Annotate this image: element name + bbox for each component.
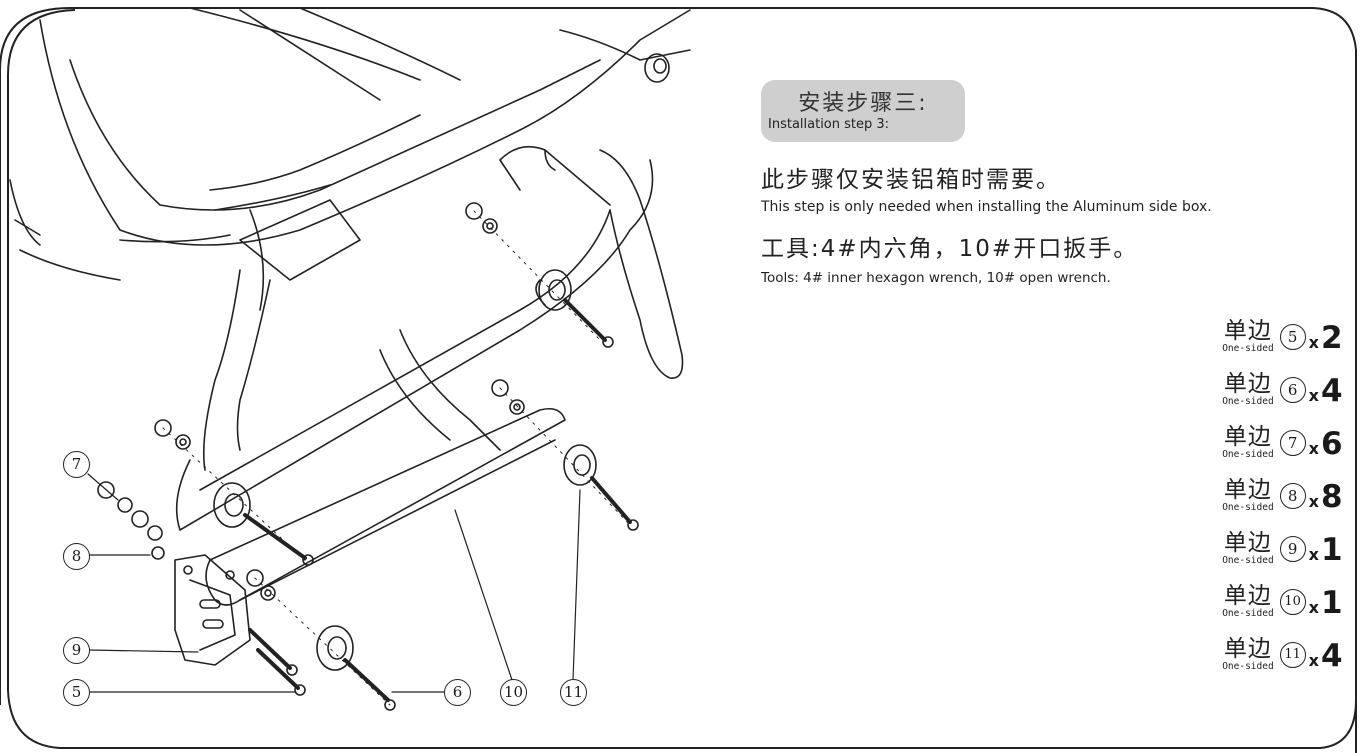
callout-7: 7 [63, 451, 90, 478]
part-label-zh: 单边 [1223, 636, 1272, 662]
assembly-drawing [9, 7, 691, 711]
part-label-en: One-sided [1222, 449, 1274, 460]
part-times: x [1308, 492, 1319, 511]
part-times: x [1308, 651, 1319, 670]
part-number: 5 [1279, 324, 1306, 350]
step-title-en: Installation step 3: [768, 117, 890, 132]
part-quantity: 6 [1321, 426, 1343, 462]
part-number: 8 [1279, 483, 1306, 509]
callout-5: 5 [63, 679, 90, 706]
part-times: x [1308, 386, 1319, 405]
part-label-en: One-sided [1222, 343, 1274, 354]
tools-zh: 工具:4#内六角，10#开口扳手。 [761, 236, 1139, 262]
part-label-en: One-sided [1222, 608, 1274, 619]
part-quantity: 8 [1321, 479, 1343, 515]
part-label-zh: 单边 [1223, 371, 1272, 397]
part-number: 7 [1279, 430, 1306, 456]
step-badge: 安装步骤三: Installation step 3: [761, 80, 965, 142]
nut-washer-group [97, 202, 525, 601]
part-number: 10 [1279, 589, 1306, 615]
part-number: 6 [1279, 377, 1306, 403]
part-number: 11 [1279, 642, 1306, 668]
part-times: x [1308, 598, 1319, 617]
note-zh: 此步骤仅安装铝箱时需要。 [761, 167, 1061, 193]
part-number: 9 [1279, 536, 1306, 562]
part-label-zh: 单边 [1223, 583, 1272, 609]
part-quantity: 2 [1321, 320, 1343, 356]
part-times: x [1308, 333, 1319, 352]
callout-6: 6 [444, 679, 471, 706]
seat-outline [39, 9, 691, 246]
callout-11: 11 [560, 679, 587, 706]
part-label-en: One-sided [1222, 661, 1274, 672]
part-quantity: 1 [1321, 585, 1343, 621]
note-en: This step is only needed when installing… [761, 199, 1212, 215]
step-title-zh: 安装步骤三: [798, 91, 928, 116]
part-quantity: 1 [1321, 532, 1343, 568]
part-times: x [1308, 439, 1319, 458]
part-label-zh: 单边 [1223, 424, 1272, 450]
part-quantity: 4 [1321, 373, 1343, 409]
part-label-zh: 单边 [1223, 477, 1272, 503]
part-label-zh: 单边 [1223, 318, 1272, 344]
part-quantity: 4 [1321, 638, 1343, 674]
part-times: x [1308, 545, 1319, 564]
part-label-en: One-sided [1222, 502, 1274, 513]
part-label-en: One-sided [1222, 396, 1274, 407]
bushing-group [213, 269, 597, 671]
callout-9: 9 [63, 637, 90, 664]
callout-10: 10 [500, 679, 527, 706]
callout-8: 8 [63, 543, 90, 570]
part-label-en: One-sided [1222, 555, 1274, 566]
mount-plate [174, 554, 251, 666]
part-label-zh: 单边 [1223, 530, 1272, 556]
frame-tube-lower [209, 407, 566, 601]
tools-en: Tools: 4# inner hexagon wrench, 10# open… [761, 270, 1111, 286]
frame-tube-top [175, 159, 654, 531]
